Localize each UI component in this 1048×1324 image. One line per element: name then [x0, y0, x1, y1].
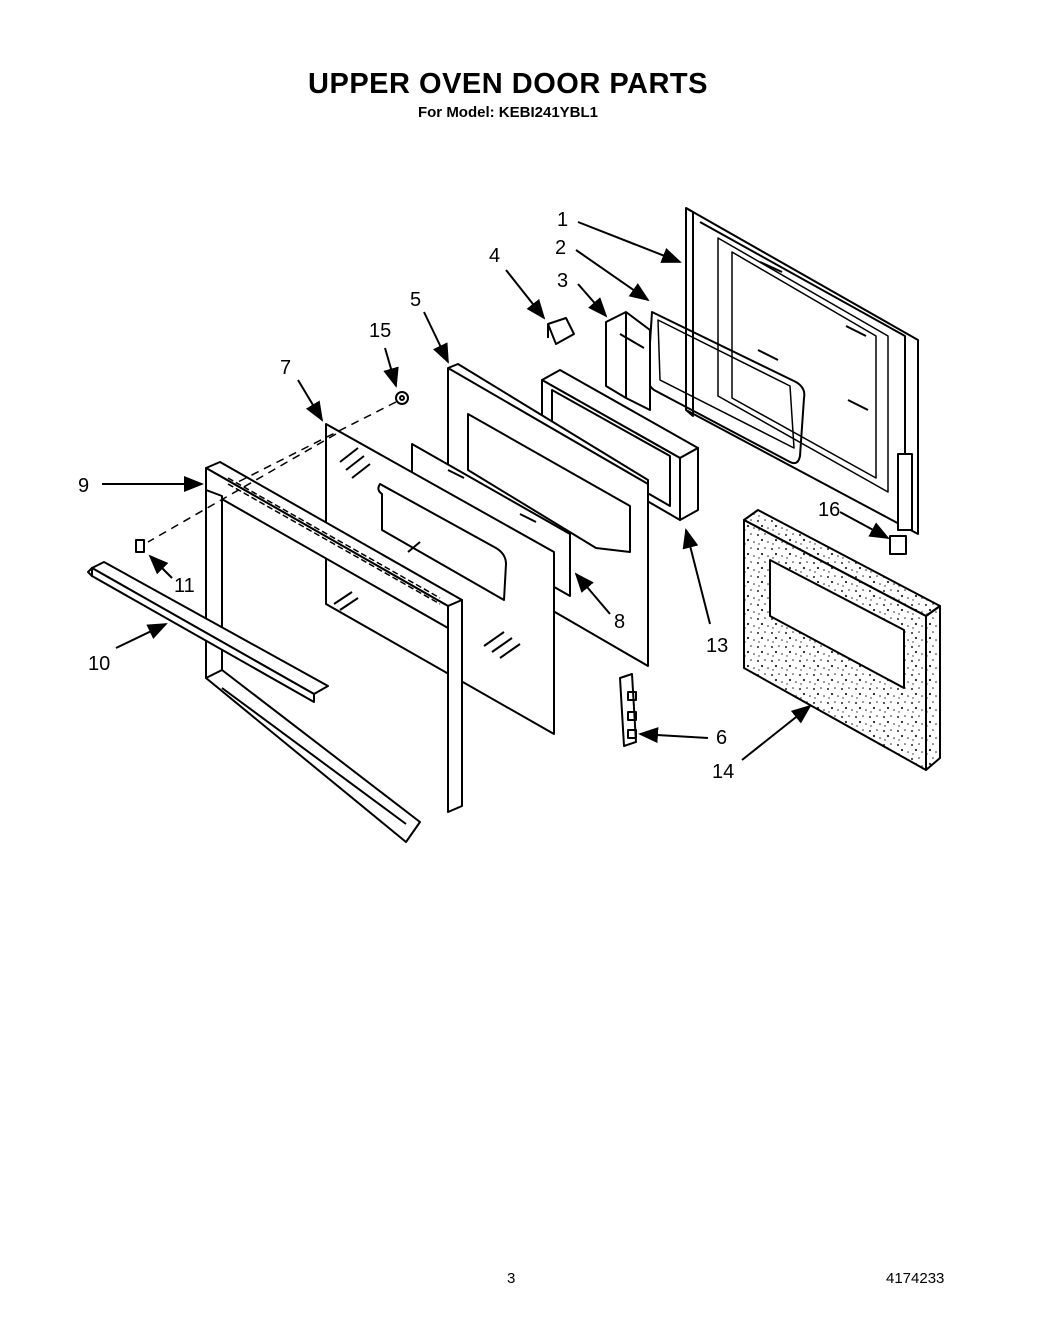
frame-vent-slots — [227, 477, 441, 605]
part-3-air-duct — [605, 311, 651, 411]
page-title: UPPER OVEN DOOR PARTS — [308, 68, 708, 100]
callout-8: 8 — [614, 611, 625, 633]
callout-7: 7 — [280, 357, 291, 379]
assembly-guide-lines — [147, 401, 397, 543]
callout-1: 1 — [557, 209, 568, 231]
callout-5: 5 — [410, 289, 421, 311]
callout-3: 3 — [557, 270, 568, 292]
page-number: 3 — [507, 1270, 516, 1287]
callout-13: 13 — [706, 635, 728, 657]
callout-14: 14 — [712, 761, 734, 783]
callout-15: 15 — [369, 320, 391, 342]
callout-labels: 1 2 3 4 5 6 7 8 9 10 11 13 14 15 16 — [78, 209, 840, 783]
part-5-door-liner — [447, 363, 649, 667]
part-6-hinge-receiver — [619, 673, 637, 747]
callout-10: 10 — [88, 653, 110, 675]
callout-4: 4 — [489, 245, 500, 267]
callout-2: 2 — [555, 237, 566, 259]
callout-16: 16 — [818, 499, 840, 521]
callout-leaders — [102, 221, 890, 761]
part-10-door-handle — [87, 561, 329, 703]
callout-9: 9 — [78, 475, 89, 497]
part-1-inner-door-panel — [685, 207, 919, 535]
part-4-hinge-bracket — [547, 317, 575, 345]
part-15-screw — [395, 391, 409, 405]
callout-11: 11 — [174, 575, 195, 597]
document-number: 4174233 — [886, 1270, 945, 1287]
part-16-door-stop — [889, 535, 907, 555]
model-subtitle: For Model: KEBI241YBL1 — [417, 104, 599, 121]
part-11-handle-clip — [135, 539, 145, 553]
part-14-insulation — [743, 509, 941, 771]
callout-6: 6 — [716, 727, 727, 749]
